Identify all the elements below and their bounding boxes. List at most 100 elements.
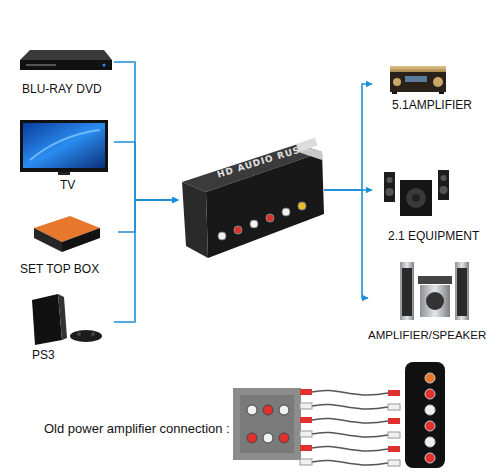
rca-cables-part bbox=[312, 446, 388, 451]
rca-cables-part bbox=[312, 390, 388, 395]
source-device: BLU-RAY DVD bbox=[18, 40, 114, 96]
rca-cables-part bbox=[312, 404, 388, 409]
old-amplifier-panel bbox=[233, 388, 301, 460]
note-label: Old power amplifier connection : bbox=[44, 421, 230, 436]
tower-speakers-icon bbox=[400, 262, 469, 320]
audio-decoder-box-part bbox=[182, 182, 208, 258]
output-device: AMPLIFIER/SPEAKER bbox=[368, 256, 498, 342]
ps3-console-icon bbox=[32, 294, 102, 345]
output-device: 2.1 EQUIPMENT bbox=[372, 165, 498, 243]
tower-speakers-icon-part bbox=[426, 292, 444, 310]
rca-plugs-part bbox=[300, 417, 312, 423]
device-label: AMPLIFIER/SPEAKER bbox=[368, 328, 498, 342]
audio-decoder-box bbox=[182, 138, 324, 258]
tower-speakers-icon-part bbox=[418, 276, 452, 284]
device-label: 2.1 EQUIPMENT bbox=[372, 229, 498, 243]
signal-connector bbox=[324, 190, 368, 298]
ps3-console-icon-part bbox=[70, 330, 102, 342]
av-receiver-icon-part bbox=[433, 77, 443, 87]
ps3-console-icon-part bbox=[91, 332, 95, 336]
rca-plugs-part bbox=[388, 432, 400, 438]
rca-jacks-part bbox=[250, 220, 258, 228]
rca-jacks-part bbox=[218, 232, 226, 240]
rca-cables-part bbox=[312, 460, 388, 465]
old-amplifier-panel-part bbox=[279, 433, 289, 443]
rca-plugs-part bbox=[300, 431, 312, 437]
device-label: PS3 bbox=[18, 348, 114, 362]
old-amplifier-panel-part bbox=[233, 388, 301, 460]
set-top-box-icon-part bbox=[62, 228, 100, 252]
decoder-output-panel-part bbox=[425, 453, 435, 463]
source-device: SET TOP BOX bbox=[18, 212, 118, 276]
speaker-2-1-icon-part bbox=[412, 194, 420, 202]
tower-speakers-icon-part bbox=[455, 262, 469, 320]
set-top-box-icon bbox=[34, 216, 100, 252]
decoder-output-panel-part bbox=[425, 389, 435, 399]
set-top-box-icon-part bbox=[34, 228, 62, 252]
decoder-output-panel-part bbox=[425, 373, 435, 383]
rca-cables bbox=[312, 390, 388, 465]
device-label: TV bbox=[18, 178, 114, 192]
rca-plugs bbox=[300, 389, 400, 466]
decoder-output-panel-part bbox=[425, 437, 435, 447]
av-receiver-icon-part bbox=[393, 78, 401, 86]
rca-cables-part bbox=[312, 432, 388, 437]
rca-jacks-part bbox=[266, 214, 274, 222]
av-receiver-icon-part bbox=[390, 72, 446, 92]
tv-icon-part bbox=[20, 120, 108, 172]
tv-icon-part bbox=[23, 123, 105, 168]
bluray-player-icon-part bbox=[26, 64, 56, 66]
old-amplifier-panel-part bbox=[263, 405, 273, 415]
speaker-2-1-icon-part bbox=[387, 177, 393, 183]
signal-connector bbox=[114, 62, 178, 200]
tower-speakers-icon-part bbox=[402, 268, 412, 316]
ps3-console-icon-part bbox=[32, 294, 62, 345]
rca-plugs-part bbox=[300, 445, 312, 451]
tv-icon bbox=[20, 120, 108, 175]
device-label: SET TOP BOX bbox=[18, 262, 118, 276]
source-device: PS3 bbox=[18, 292, 114, 362]
old-amplifier-panel-part bbox=[240, 395, 294, 453]
speaker-2-1-icon-part bbox=[384, 172, 395, 202]
decoder-output-panel-part bbox=[425, 405, 435, 415]
av-receiver-icon-part bbox=[439, 92, 444, 94]
speaker-2-1-icon-part bbox=[440, 186, 448, 194]
rca-cables-part bbox=[312, 418, 388, 423]
device-label: 5.1AMPLIFIER bbox=[372, 98, 498, 112]
speaker-2-1-icon-part bbox=[400, 180, 432, 216]
av-receiver-icon-part bbox=[405, 76, 427, 82]
rca-jacks-part bbox=[282, 208, 290, 216]
signal-connector bbox=[118, 200, 178, 232]
rca-plugs-part bbox=[388, 446, 400, 452]
old-amplifier-panel-part bbox=[247, 433, 257, 443]
av-receiver-icon bbox=[390, 66, 446, 94]
signal-connector bbox=[114, 142, 178, 200]
rca-plugs-part bbox=[300, 403, 312, 409]
tower-speakers-icon-part bbox=[457, 268, 467, 316]
av-receiver-icon-part bbox=[392, 92, 397, 94]
tower-speakers-icon-part bbox=[420, 285, 450, 317]
decoder-output-panel-part bbox=[425, 421, 435, 431]
rca-jacks bbox=[218, 202, 306, 240]
rca-jacks-part bbox=[234, 226, 242, 234]
speaker-2-1-icon-part bbox=[438, 170, 449, 200]
rca-plugs-part bbox=[388, 390, 400, 396]
signal-connector bbox=[324, 84, 372, 190]
old-amplifier-panel-part bbox=[279, 405, 289, 415]
product-print: HD AUDIO RUSH bbox=[216, 142, 310, 179]
bluray-player-icon bbox=[20, 50, 112, 70]
source-device: TV bbox=[18, 118, 114, 192]
decoder-output-panel-part bbox=[405, 362, 445, 468]
speaker-2-1-icon-part bbox=[386, 188, 394, 196]
speaker-2-1-icon-part bbox=[441, 175, 447, 181]
ps3-console-icon-part bbox=[58, 294, 67, 340]
rca-jacks-part bbox=[298, 202, 306, 210]
tv-icon-part bbox=[30, 130, 100, 160]
ps3-console-icon-part bbox=[77, 332, 81, 336]
output-device: 5.1AMPLIFIER bbox=[372, 66, 498, 112]
rca-plugs-part bbox=[388, 404, 400, 410]
speaker-2-1-icon-part bbox=[406, 188, 426, 208]
rca-plugs-part bbox=[388, 460, 400, 466]
